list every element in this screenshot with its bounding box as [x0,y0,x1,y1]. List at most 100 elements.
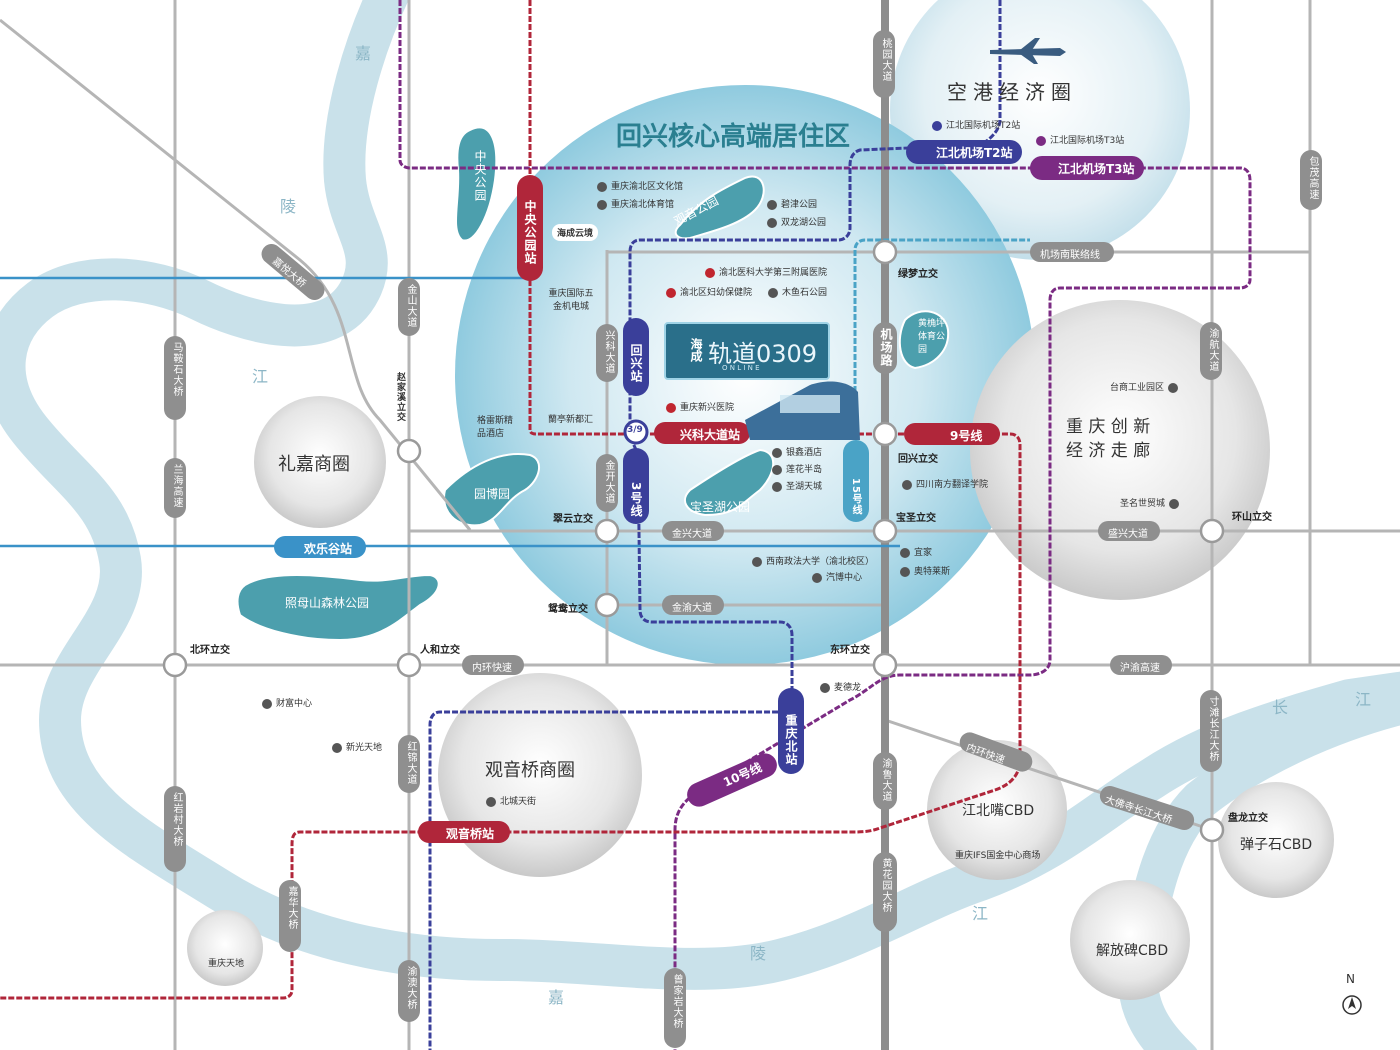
building-icon [332,742,342,753]
building-icon [1169,498,1180,509]
wujin-poi: 重庆国际五金机电城 [547,286,595,312]
yulu-road-label: 渝鲁大道 [880,758,891,802]
project-brand: 海成 [689,338,703,362]
plane-icon [1036,135,1046,146]
building-icon [262,698,272,709]
zengjiayan-bridge-label: 曾家岩大桥 [671,974,682,1029]
river-char-ling-lower: 陵 [750,944,767,963]
t3-terminal-label: 江北国际机场T3站 [1050,136,1125,146]
renhe-interchange [396,652,422,678]
tree-icon [767,199,777,210]
baosheng-interchange [872,518,898,544]
maidelong-poi: 麦德龙 [820,680,861,693]
sichuan-trans-label: 四川南方翻译学院 [916,480,989,490]
gefulis-poi: 格雷斯精品酒店 [477,413,515,439]
hongyancun-bridge-label: 红岩村大桥 [171,792,182,847]
muyushi-label: 木鱼石公园 [782,288,828,298]
xinan-label: 西南政法大学（渝北校区） [766,557,875,567]
building-icon [597,181,607,192]
beihuan-label: 北环立交 [190,645,230,656]
xinguang-poi: 新光天地 [332,740,382,753]
huangmaoping-park [898,310,950,370]
panlong-interchange [1199,817,1225,843]
shop-icon [900,547,910,558]
huangmaoping-park-label: 黄桷坪体育公园 [918,319,946,355]
lijia-zone-title: 礼嘉商圈 [278,454,350,475]
building-icon [772,481,782,492]
yuanyang-interchange [594,592,620,618]
lianhua-poi: 莲花半岛 [772,462,822,475]
hongjin-road-label: 红锦大道 [405,741,416,785]
yuao-bridge-label: 渝澳大桥 [405,966,416,1010]
hotel-icon [772,447,782,458]
airplane-icon [990,38,1066,64]
yinxin-poi: 银鑫酒店 [772,445,822,458]
beihuan-interchange [162,652,188,678]
river-char-ling: 陵 [280,197,297,216]
lijia-zone [254,396,386,528]
yangtze-char-jiang: 江 [1355,690,1372,709]
project-sub: O N L I N E [722,364,760,372]
lanting-poi: 蘭亭新都汇 [548,415,594,425]
shop-icon [486,796,496,807]
maternal-label: 渝北区妇幼保健院 [680,288,753,298]
taishang-label: 台商工业园区 [1110,383,1165,393]
caifu-label: 财富中心 [276,699,313,709]
hospital3-label: 渝北医科大学第三附属医院 [719,268,828,278]
xingkedadao-station: 兴科大道站 [680,428,741,442]
road-labels [164,30,1322,1048]
guanyinqiao-station: 观音桥站 [446,827,495,841]
jichang-nan-road-label: 机场南联络线 [1040,250,1100,261]
shengyuan-label: 圣湖天城 [786,482,823,492]
lianhua-label: 莲花半岛 [786,465,823,475]
train-illustration [745,381,860,440]
culture-center-label: 重庆渝北区文化馆 [611,182,684,192]
gefulis-label: 格雷斯精品酒店 [477,416,514,439]
plane-icon [932,120,942,131]
xinxing-hospital-label: 重庆新兴医院 [680,403,735,413]
compass-north: N [1346,972,1355,986]
danzishi-zone [1218,782,1334,898]
jiangbeizui-zone [927,740,1067,880]
shuanglong-label: 双龙湖公园 [781,218,827,228]
stadium-icon [597,199,607,210]
yuanyang-label: 鸳鸯立交 [548,604,588,615]
hospital-icon [705,267,715,278]
shengyuan-poi: 圣湖天城 [772,479,822,492]
wujin-label: 重庆国际五金机电城 [548,289,594,312]
shop-icon [900,566,910,577]
factory-icon [1168,382,1179,393]
stadium-label: 重庆渝北体育馆 [611,200,675,210]
jinxing-road-label: 金兴大道 [672,529,712,540]
caifu-poi: 财富中心 [262,696,312,709]
xinan-poi: 西南政法大学（渝北校区） [752,554,874,567]
taoyuan-road-label: 桃园大道 [880,38,891,82]
airport-zone-title: 空港经济圈 [947,80,1077,104]
shengxing-road-label: 盛兴大道 [1108,529,1148,540]
muyushi-poi: 木鱼石公园 [768,285,827,298]
jinyu-road-label: 金渝大道 [672,603,712,614]
baomao-road-label: 包茂高速 [1307,156,1318,200]
xinguang-label: 新光天地 [346,743,383,753]
school-icon [752,556,762,567]
yuhang-road-label: 渝航大道 [1207,328,1218,372]
bijin-poi: 碧津公园 [767,197,817,210]
innovation-corridor-zone [970,300,1270,600]
innovation-zone-line2: 经 济 走 廊 [1066,441,1151,461]
haicheng-poi: 海成云境 [552,224,599,241]
xinxing-hospital-poi: 重庆新兴医院 [666,400,734,413]
lvmeng-label: 绿梦立交 [898,269,938,280]
neihuan-road-label: 内环快速 [472,663,512,674]
huanghuayuan-bridge-label: 黄花园大桥 [880,858,891,913]
yijia-poi: 宜家 [900,545,932,558]
renhe-label: 人和立交 [420,645,460,656]
hospital3-poi: 渝北医科大学第三附属医院 [705,265,827,278]
huixing-ic-label: 回兴立交 [898,454,938,465]
zhongyang-park [455,126,498,242]
jialing-river [0,0,1400,990]
huanshan-interchange [1199,518,1225,544]
zhaojiaxi-label: 赵家溪立交 [395,372,405,422]
river-char-jia-lower: 嘉 [548,988,565,1007]
yinxin-label: 银鑫酒店 [786,448,823,458]
